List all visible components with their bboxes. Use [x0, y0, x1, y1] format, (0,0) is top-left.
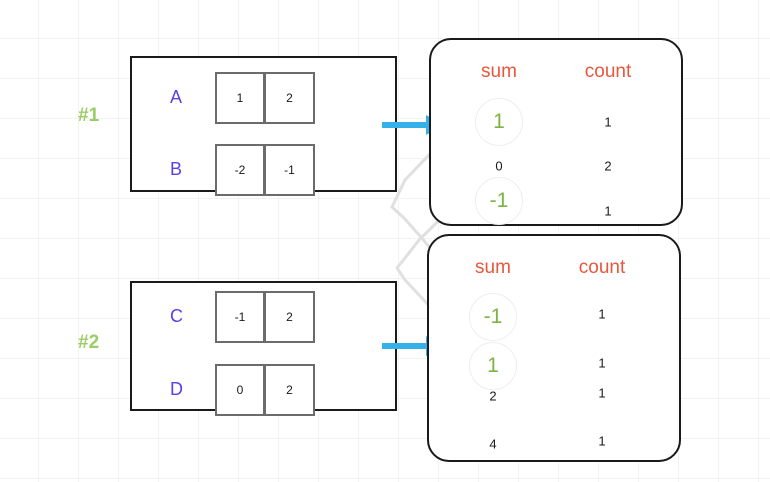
panel-1-count-1: 2 — [604, 158, 612, 174]
panel-2-sum-1: 1 — [469, 342, 517, 390]
group-label-2: #2 — [78, 332, 100, 353]
group-label-1: #1 — [78, 105, 100, 126]
panel-1-sum-0: 1 — [475, 98, 523, 146]
row-label-c: C — [170, 306, 183, 326]
panel-2-sum-0: -1 — [469, 293, 517, 341]
panel-2-count-2: 1 — [598, 385, 606, 401]
row-label-a: A — [170, 87, 183, 107]
panel-1-count-0: 1 — [604, 114, 612, 130]
panel-1-count-2: 1 — [604, 203, 612, 219]
panel-2-count-0: 1 — [598, 306, 606, 322]
cell-pair-b: -2 -1 — [215, 144, 315, 196]
cell-pair-d: 0 2 — [215, 364, 315, 416]
cell-c-1: 2 — [265, 291, 315, 343]
cell-d-1: 2 — [265, 364, 315, 416]
input-box-group-2: C -1 2 D 0 2 — [130, 281, 397, 416]
panel-2-header-sum: sum — [475, 257, 511, 278]
panel-1-sum-2: -1 — [475, 177, 523, 225]
panel-1-header-sum: sum — [481, 61, 517, 82]
cell-b-1: -1 — [265, 144, 315, 196]
row-label-b: B — [170, 159, 183, 179]
row-label-d: D — [170, 379, 183, 399]
panel-1-sum-1: 0 — [495, 158, 503, 174]
panel-2-header-count: count — [578, 257, 626, 278]
panel-2-sum-3: 4 — [489, 436, 497, 452]
panel-1-header-count: count — [584, 61, 632, 82]
cell-b-0: -2 — [215, 144, 265, 196]
panel-2-sum-2: 2 — [489, 388, 497, 404]
cell-a-0: 1 — [215, 72, 265, 124]
cell-pair-a: 1 2 — [215, 72, 315, 124]
panel-2-count-1: 1 — [598, 355, 606, 371]
cell-d-0: 0 — [215, 364, 265, 416]
input-box-group-1: A 1 2 B -2 -1 — [130, 56, 397, 196]
cell-pair-c: -1 2 — [215, 291, 315, 343]
panel-2-count-3: 1 — [598, 433, 606, 449]
cell-a-1: 2 — [265, 72, 315, 124]
output-panel-1: sum count 1 1 0 2 -1 1 — [429, 38, 683, 226]
cell-c-0: -1 — [215, 291, 265, 343]
output-panel-2: sum count -1 1 1 1 2 1 4 1 — [427, 234, 681, 462]
